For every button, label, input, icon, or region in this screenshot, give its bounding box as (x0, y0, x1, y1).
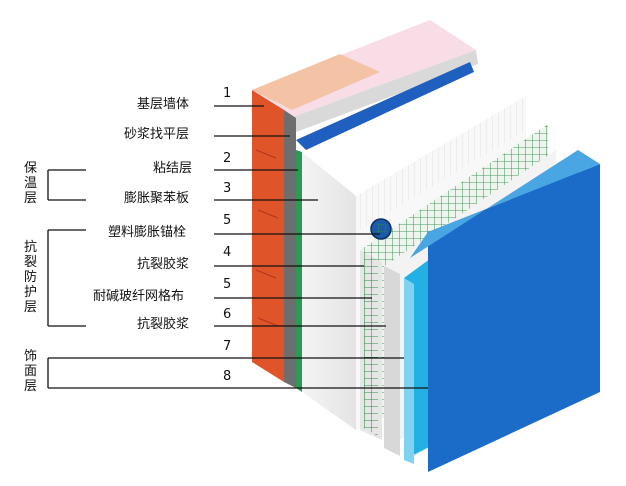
number-base-wall: 1 (223, 86, 232, 101)
label-eps-board: 膨胀聚苯板 (124, 191, 190, 206)
group-label-finish: 饰面层 (24, 349, 38, 394)
blue-finish-panel (428, 164, 600, 472)
brick-wall (252, 90, 284, 382)
number-finish-8: 8 (223, 369, 232, 384)
brick-joints (255, 149, 279, 327)
label-fiberglass-mesh: 耐碱玻纤网格布 (93, 289, 185, 304)
label-mortar-leveling: 砂浆找平层 (124, 127, 190, 142)
plastic-anchor (370, 218, 392, 240)
number-crack-mortar-2: 6 (223, 307, 232, 322)
number-fiberglass-mesh: 5 (223, 277, 232, 292)
number-finish-7: 7 (223, 339, 232, 354)
mortar-leveling-layer (284, 110, 296, 388)
number-crack-mortar-1: 4 (223, 245, 232, 260)
blue-edge-top (296, 62, 474, 150)
label-base-wall: 基层墙体 (137, 97, 190, 112)
cyan-finish-edge (404, 278, 414, 464)
mesh-front-strip (364, 252, 378, 436)
crack-mortar-second-edge (384, 266, 400, 456)
leader-lines (47, 105, 428, 389)
label-plastic-anchor: 塑料膨胀锚栓 (108, 225, 187, 240)
blue-finish-top-bevel (410, 150, 600, 258)
number-eps-board: 3 (223, 181, 232, 196)
number-plastic-anchor: 5 (223, 213, 232, 228)
brick-top-surface (252, 54, 380, 110)
eps-board-front (302, 152, 356, 430)
label-crack-mortar-2: 抗裂胶浆 (137, 317, 190, 332)
adhesive-layer (296, 150, 302, 392)
group-label-crack-protection: 抗裂防护层 (24, 240, 38, 315)
label-crack-mortar-1: 抗裂胶浆 (137, 257, 190, 272)
number-adhesive-layer: 2 (223, 151, 232, 166)
mortar-top-surface (290, 50, 478, 132)
label-adhesive-layer: 粘结层 (153, 161, 193, 176)
group-label-insulation: 保温层 (24, 161, 38, 206)
